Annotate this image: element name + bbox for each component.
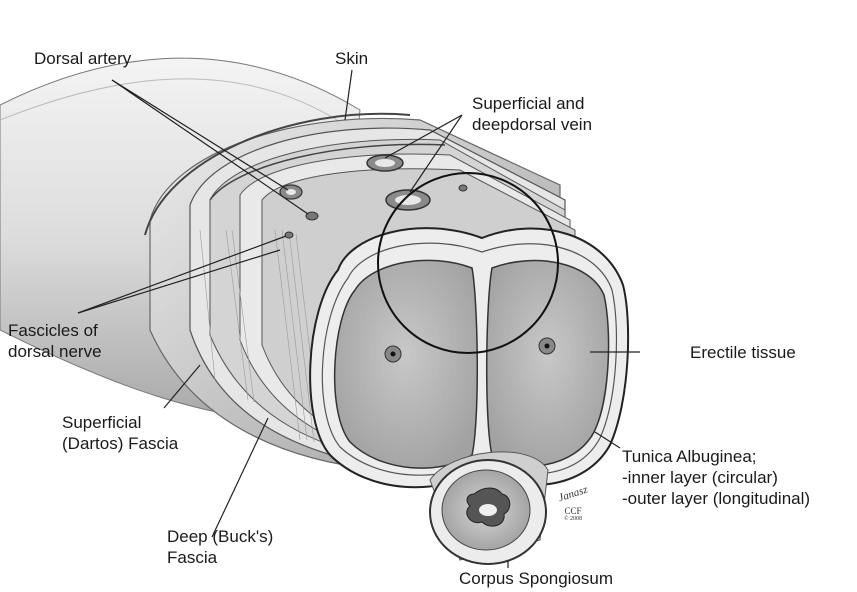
- label-superficial-dartos-fascia: Superficial (Dartos) Fascia: [62, 412, 178, 454]
- label-fascicles-dorsal-nerve: Fascicles of dorsal nerve: [8, 320, 102, 362]
- cross-section-face: [310, 228, 628, 487]
- label-erectile-tissue: Erectile tissue: [690, 342, 796, 363]
- label-dorsal-artery: Dorsal artery: [34, 48, 131, 69]
- signature-year: © 2008: [552, 516, 594, 523]
- label-superficial-deep-dorsal-vein: Superficial and deepdorsal vein: [472, 93, 592, 135]
- signature-org: CCF: [552, 506, 594, 516]
- label-deep-bucks-fascia: Deep (Buck's) Fascia: [167, 526, 273, 568]
- artist-signature: Janasz CCF © 2008: [552, 488, 594, 523]
- corpus-spongiosum-shape: [430, 452, 548, 564]
- label-tunica-albuginea: Tunica Albuginea; -inner layer (circular…: [622, 446, 810, 509]
- label-skin: Skin: [335, 48, 368, 69]
- label-corpus-spongiosum: Corpus Spongiosum: [459, 568, 613, 589]
